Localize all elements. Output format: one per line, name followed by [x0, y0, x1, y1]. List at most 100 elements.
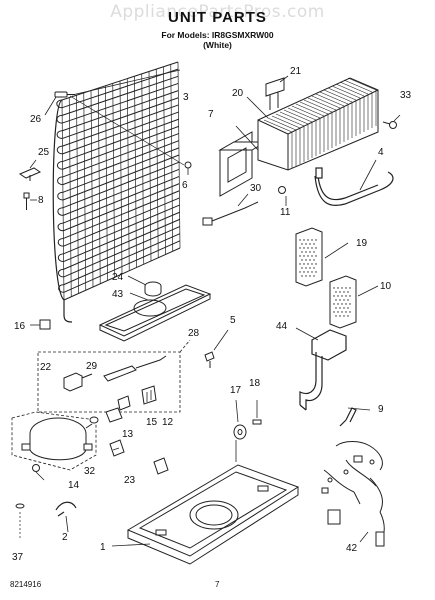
overload-22-drawing [63, 372, 93, 392]
callout-bracket-25: 25 [38, 147, 50, 158]
foam-dot [313, 267, 315, 269]
coil-wire [155, 69, 159, 258]
screw-6-drawing [184, 161, 192, 175]
foam-dot [303, 255, 305, 257]
fin [327, 87, 357, 101]
doc-number: 8214916 [10, 580, 42, 589]
foam-dot [315, 271, 317, 273]
coil-wire [76, 95, 79, 294]
foam-dot [307, 255, 309, 257]
coil-wire [163, 66, 166, 255]
leader-line [69, 95, 185, 166]
foam-dot [299, 263, 301, 265]
wire-harness-42-drawing [321, 441, 385, 547]
kit-28-frame [37, 339, 191, 413]
callout-relay-13: 13 [122, 429, 134, 440]
foam-dot [347, 291, 349, 293]
coil-wire [126, 78, 130, 271]
fin [339, 81, 369, 95]
fin [343, 79, 373, 93]
foam-dot [341, 311, 343, 313]
clip-2-drawing [55, 501, 77, 533]
foam-dot [305, 259, 307, 261]
fin [295, 103, 325, 117]
foam-dot [337, 295, 339, 297]
foam-dot [349, 311, 351, 313]
foam-dot [313, 275, 315, 277]
callout-condenser-coil: 3 [183, 92, 189, 103]
grommet-11-drawing [278, 186, 287, 206]
cover-15-drawing [117, 385, 157, 411]
foam-dot [349, 303, 351, 305]
foam-dot [311, 263, 313, 265]
harness-30-drawing [202, 193, 259, 226]
foam-dot [333, 311, 335, 313]
callout-drain-cap-24: 24 [112, 272, 124, 283]
coil-wire [97, 88, 101, 284]
foam-dot [301, 251, 303, 253]
coil-wire [148, 71, 152, 262]
callout-overload-22: 22 [40, 362, 52, 373]
foam-dot [309, 275, 311, 277]
fin [319, 91, 349, 105]
foam-dot [309, 251, 311, 253]
bracket-25-drawing [18, 159, 42, 181]
callout-clip-2: 2 [62, 532, 68, 543]
foam-dot [307, 263, 309, 265]
screw-8-drawing [23, 192, 37, 210]
callout-fan-blade: 20 [232, 88, 244, 99]
foam-dot [301, 259, 303, 261]
wrench-9-drawing [339, 407, 371, 427]
callout-grommet-5: 5 [230, 315, 236, 326]
coil-bend [57, 176, 63, 186]
foam-dot [341, 303, 343, 305]
fin [303, 99, 333, 113]
callout-harness-30: 30 [250, 183, 262, 194]
coil-wire [112, 83, 116, 278]
fin [267, 117, 297, 131]
foam-dot [313, 243, 315, 245]
callout-heater-4: 4 [378, 147, 384, 158]
foam-dot [335, 291, 337, 293]
fin [279, 111, 309, 125]
watermark-text: AppliancePartsPros.com [110, 2, 325, 22]
coil-bend [56, 145, 63, 155]
callout-cover-15: 15 [146, 417, 158, 428]
foam-dot [337, 287, 339, 289]
pad-10-drawing [329, 275, 379, 329]
callout-kit-28: 28 [188, 328, 200, 339]
foam-dot [313, 259, 315, 261]
compressor-14-drawing [11, 411, 99, 481]
foam-dot [341, 287, 343, 289]
foam-dot [305, 243, 307, 245]
callout-drain-tube-44: 44 [276, 321, 288, 332]
callout-pad-10: 10 [380, 281, 392, 292]
foam-dot [301, 243, 303, 245]
callout-wrench-9: 9 [378, 404, 384, 415]
foam-dot [339, 307, 341, 309]
foam-dot [315, 247, 317, 249]
callout-base-plate-1: 1 [100, 542, 106, 553]
page-number: 7 [215, 580, 220, 589]
callout-drain-pan-43: 43 [112, 289, 124, 300]
callout-screw-33: 33 [400, 90, 412, 101]
callout-wire-harness-42: 42 [346, 543, 358, 554]
fin [271, 115, 301, 129]
foam-dot [333, 295, 335, 297]
foam-dot [339, 299, 341, 301]
coil-wire [134, 76, 137, 268]
coil-wire [141, 73, 145, 265]
callout-screw-6: 6 [182, 180, 188, 191]
coil-bend [57, 222, 64, 232]
callout-bracket-21: 21 [290, 66, 302, 77]
foam-dot [311, 271, 313, 273]
coil-bend [58, 284, 64, 293]
foam-dot [333, 287, 335, 289]
foam-dot [303, 271, 305, 273]
washer-37-drawing [15, 503, 25, 540]
page-title: UNIT PARTS [168, 9, 267, 26]
coil-bend [57, 237, 64, 247]
foam-dot [309, 259, 311, 261]
foam-dot [299, 247, 301, 249]
